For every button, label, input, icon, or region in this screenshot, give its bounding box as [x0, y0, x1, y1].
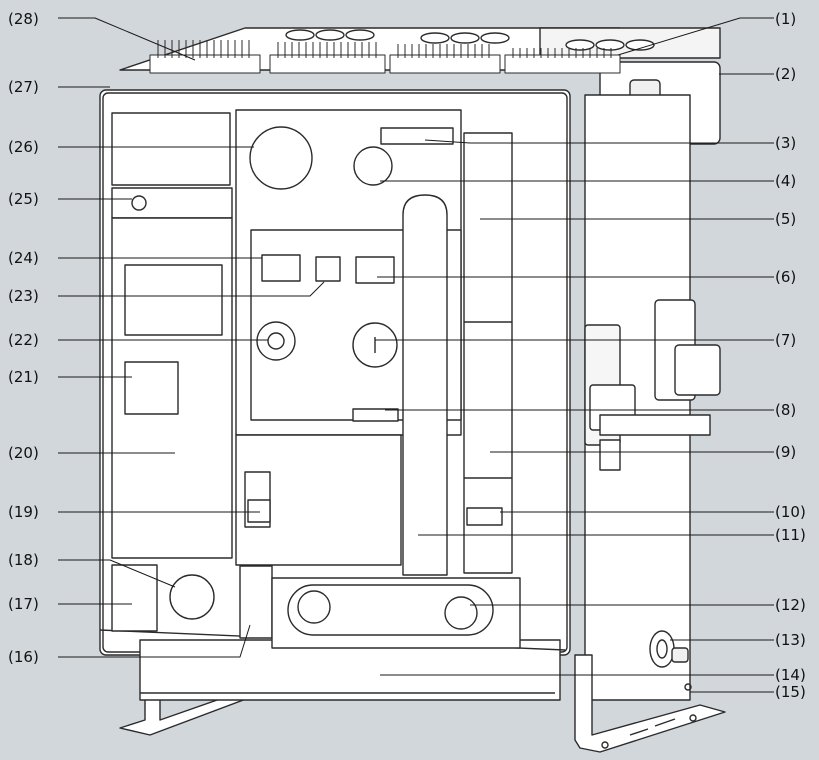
racking-slot-12 [287, 584, 494, 636]
label-26: (26) [8, 138, 39, 156]
label-13: (13) [775, 631, 806, 649]
label-2: (2) [775, 65, 797, 83]
label-28: (28) [8, 10, 39, 28]
indicator-6 [355, 256, 395, 284]
label-9: (9) [775, 443, 797, 461]
lower-center-panel [235, 434, 521, 649]
left-column [111, 112, 233, 632]
label-16: (16) [8, 648, 39, 666]
label-19: (19) [8, 503, 39, 521]
indicator-4 [353, 146, 393, 186]
label-11: (11) [775, 526, 806, 544]
leader-lines [58, 17, 774, 693]
label-6: (6) [775, 268, 797, 286]
label-5: (5) [775, 210, 797, 228]
indicator-led-25 [131, 195, 147, 211]
label-22: (22) [8, 331, 39, 349]
label-3: (3) [775, 134, 797, 152]
counter-10 [466, 507, 503, 526]
knob-26 [249, 126, 313, 190]
right-indicator-column [463, 132, 513, 574]
trip-display [124, 264, 223, 336]
label-20: (20) [8, 444, 39, 462]
compartment-17 [111, 564, 158, 632]
label-12: (12) [775, 596, 806, 614]
label-25: (25) [8, 190, 39, 208]
side-handle [674, 344, 721, 396]
compartment-16 [239, 565, 273, 639]
label-23: (23) [8, 287, 39, 305]
label-27: (27) [8, 78, 39, 96]
label-21: (21) [8, 368, 39, 386]
guide-frame-side [584, 94, 721, 701]
slot-8 [352, 408, 399, 422]
label-10: (10) [775, 503, 806, 521]
label-8: (8) [775, 401, 797, 419]
window-3 [380, 127, 454, 145]
indicator-23 [315, 256, 341, 282]
label-18: (18) [8, 551, 39, 569]
trip-unit-window [124, 361, 179, 415]
label-14: (14) [775, 666, 806, 684]
secondary-terminals [149, 40, 621, 74]
knob-18 [169, 574, 215, 620]
charging-handle [402, 194, 448, 576]
switch-19 [247, 499, 271, 523]
label-4: (4) [775, 172, 797, 190]
indicator-24 [261, 254, 301, 282]
label-1: (1) [775, 10, 797, 28]
label-24: (24) [8, 249, 39, 267]
rating-plate-top [111, 112, 231, 186]
center-panel [235, 109, 462, 436]
label-7: (7) [775, 331, 797, 349]
label-15: (15) [775, 683, 806, 701]
label-17: (17) [8, 595, 39, 613]
